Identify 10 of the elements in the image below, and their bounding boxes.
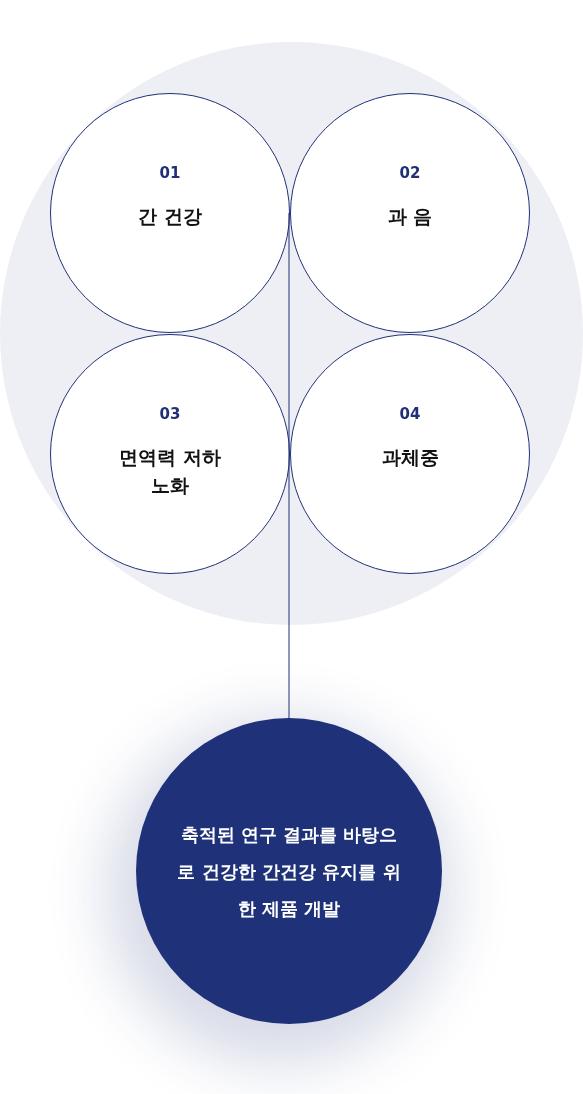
step-number: 01 <box>159 164 181 182</box>
connector-line <box>288 212 291 719</box>
step-number: 02 <box>399 164 421 182</box>
step-number: 03 <box>159 405 181 423</box>
result-text: 축적된 연구 결과를 바탕으로 건강한 간건강 유지를 위한 제품 개발 <box>176 822 402 921</box>
topic-label: 면역력 저하 노화 <box>118 445 222 498</box>
step-number: 04 <box>399 405 421 423</box>
topic-label: 간 건강 <box>137 204 203 229</box>
topic-label: 과 음 <box>386 204 434 229</box>
topic-label: 과체중 <box>380 445 440 470</box>
